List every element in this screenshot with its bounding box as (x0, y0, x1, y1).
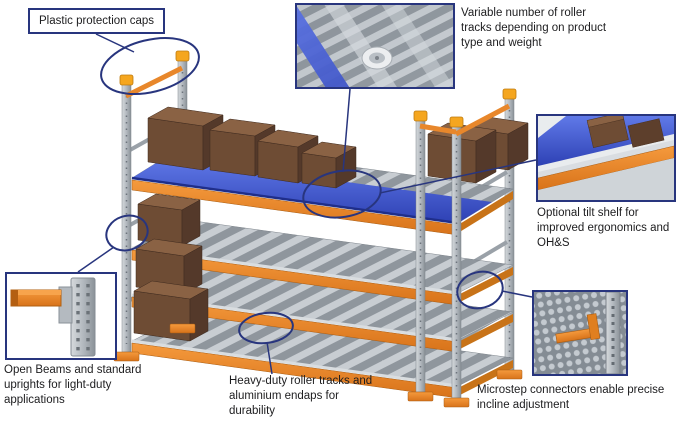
callout-roller-tracks: Variable number of roller tracks dependi… (461, 7, 607, 49)
protection-caps (119, 50, 517, 128)
callout-plastic-caps-label: Plastic protection caps (39, 15, 155, 27)
inset-microstep (532, 290, 628, 376)
annotation-ellipse-caps (100, 37, 200, 95)
callout-heavy-duty: Heavy-duty roller tracks and aluminium e… (229, 375, 373, 417)
inset-roller-tracks (295, 3, 455, 89)
callout-tilt-shelf: Optional tilt shelf for improved ergonom… (537, 207, 670, 249)
annotation-ellipse-connector (456, 270, 504, 310)
blue-roller-lane (297, 5, 393, 87)
tilt-shelf-closeup (538, 116, 674, 200)
microstep-bracket (555, 313, 601, 344)
tilt-shelf-surface (132, 157, 492, 223)
roller-wheel (361, 46, 393, 70)
base-feet (113, 323, 523, 408)
annotation-ellipse-upright (105, 214, 149, 252)
annotations (77, 33, 537, 375)
callout-microstep: Microstep connectors enable precise incl… (477, 384, 665, 411)
open-beam-closeup (7, 274, 115, 358)
inset-tilt-shelf (536, 114, 676, 202)
microstep-closeup (534, 292, 626, 374)
callout-plastic-caps-box: Plastic protection caps (28, 8, 166, 35)
top-beams (124, 65, 511, 137)
leader-lines (77, 33, 537, 375)
callout-open-beams: Open Beams and standard uprights for lig… (4, 364, 142, 406)
roller-tracks-closeup (297, 5, 453, 87)
annotation-ellipse-tilt-shelf (302, 169, 382, 219)
inset-open-beams (5, 272, 117, 360)
